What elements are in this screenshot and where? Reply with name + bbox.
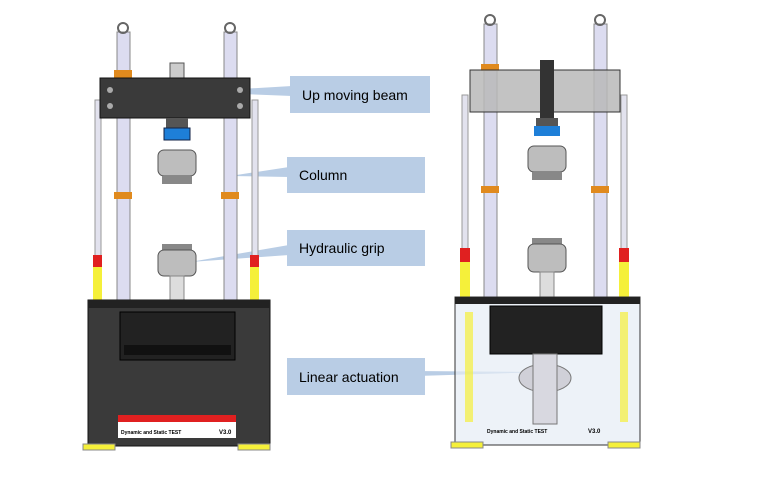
upper-grip	[157, 149, 197, 177]
callout-hydraulic-grip: Hydraulic grip	[287, 230, 425, 266]
callout-column: Column	[287, 157, 425, 193]
up-moving-beam	[99, 77, 251, 119]
lower-grip	[157, 249, 197, 277]
callout-up-moving-beam: Up moving beam	[290, 76, 430, 113]
right-plate-text: Dynamic and Static TEST	[487, 429, 547, 435]
column-right	[223, 31, 238, 301]
left-version: V3.0	[219, 430, 232, 436]
callout-pointer-column	[230, 167, 289, 177]
callout-pointer-grip	[190, 245, 289, 262]
right-version: V3.0	[588, 429, 601, 435]
left-plate-text: Dynamic and Static TEST	[121, 430, 181, 436]
callout-linear-actuation: Linear actuation	[287, 358, 425, 395]
left-machine: Dynamic and Static TEST V3.0	[82, 22, 271, 451]
right-machine: Dynamic and Static TEST V3.0	[450, 14, 641, 449]
